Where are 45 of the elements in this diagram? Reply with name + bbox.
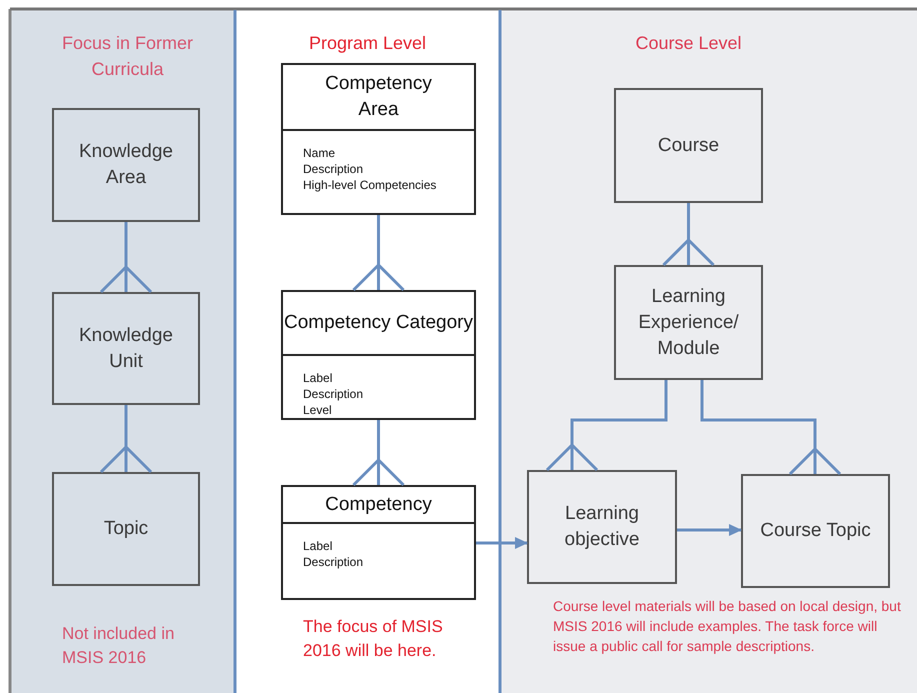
attribute-text: Label (303, 370, 334, 386)
entity-title: Competency Area (324, 72, 433, 122)
crows-foot-connector (100, 405, 152, 474)
crows-foot-connector (700, 380, 842, 476)
panel-heading: Course Level (634, 32, 743, 55)
panel-heading: Focus in Former Curricula (60, 32, 194, 81)
crows-foot-connector (100, 222, 152, 294)
section-panel (500, 10, 917, 693)
entity-box (52, 472, 200, 586)
crows-foot-connector (352, 420, 405, 486)
note-text: Not included in MSIS 2016 (62, 623, 176, 669)
entity-title: Topic (102, 517, 150, 541)
attribute-text: Description (303, 161, 364, 177)
entity-box (614, 88, 763, 203)
entity-title: Competency Category (284, 311, 474, 335)
entity-title: Learning objective (564, 502, 640, 552)
entity-box (52, 292, 200, 405)
entity-box (52, 108, 200, 222)
attribute-text: Label (303, 538, 334, 554)
entity-title: Knowledge Area (78, 140, 174, 190)
note-text: The focus of MSIS 2016 will be here. (303, 616, 444, 662)
arrow (476, 537, 528, 549)
entity-box (741, 474, 890, 588)
entity-title: Competency (325, 492, 432, 516)
note-text: Course level materials will be based on local design, but MSIS 2016 will include examples. The task force will issue a public call for sample descriptions. (553, 597, 902, 656)
entity-box (281, 485, 476, 600)
entity-title: Knowledge Unit (78, 324, 174, 374)
entity-title: Learning Experience/ Module (637, 284, 740, 360)
section-panel (10, 10, 235, 693)
attribute-text: Description (303, 386, 364, 402)
entity-box (614, 265, 763, 380)
crows-foot-connector (546, 380, 668, 472)
entity-title: Course (656, 134, 720, 158)
attribute-text: Name (303, 145, 336, 161)
crows-foot-connector (352, 215, 405, 292)
attribute-text: Description (303, 554, 364, 570)
entity-box (281, 290, 476, 420)
attribute-text: Level (303, 402, 333, 418)
entity-title: Course Topic (759, 519, 872, 543)
arrow (677, 524, 742, 536)
entity-box (527, 470, 677, 584)
panel-heading: Program Level (308, 32, 428, 55)
crows-foot-connector (662, 203, 715, 266)
entity-box (281, 63, 476, 215)
attribute-text: High-level Competencies (303, 177, 436, 193)
